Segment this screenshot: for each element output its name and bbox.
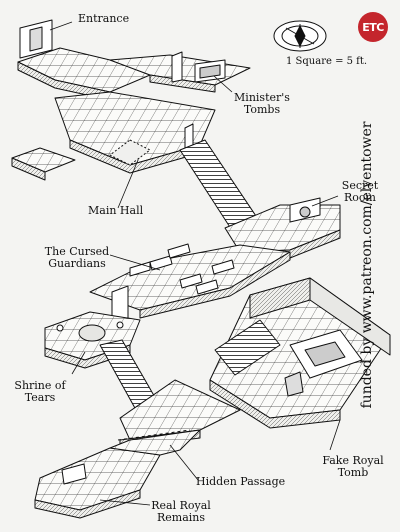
label-ministers-tombs-line1: Minister's	[234, 91, 290, 104]
lower-passage	[109, 429, 201, 456]
label-shrine-of-tears: Shrine of Tears	[10, 380, 70, 404]
label-cursed-guardians-line1: The Cursed	[44, 245, 110, 258]
cursed-guardians-hall	[89, 243, 291, 323]
label-fake-tomb-line2: Tomb	[337, 466, 369, 479]
label-secret-room-line2: Room	[344, 191, 376, 204]
label-entrance: Entrance	[78, 12, 130, 25]
compass-icon	[273, 20, 327, 52]
label-secret-room: Secret Room	[336, 180, 384, 204]
left-ledge	[11, 147, 76, 181]
label-hidden-passage: Hidden Passage	[196, 475, 286, 488]
label-main-hall: Main Hall	[88, 204, 144, 217]
scale-note: 1 Square = 5 ft.	[286, 56, 368, 67]
label-ministers-tombs-line2: Tombs	[243, 103, 281, 116]
label-shrine-line1: Shrine of	[14, 379, 66, 392]
label-ministers-tombs: Minister's Tombs	[232, 92, 292, 116]
label-fake-tomb-line1: Fake Royal	[322, 454, 384, 467]
label-real-royal-remains: Real Royal Remains	[148, 500, 214, 524]
entrance-room	[17, 19, 151, 101]
label-real-remains-line2: Remains	[156, 511, 206, 524]
label-shrine-line2: Tears	[24, 391, 56, 404]
leader-lines	[49, 21, 341, 506]
label-secret-room-line1: Secret	[341, 179, 379, 192]
main-hall-room	[54, 91, 216, 174]
credit-text: funded by www.patreon.com/elventower	[359, 121, 375, 409]
label-fake-royal-tomb: Fake Royal Tomb	[320, 455, 386, 479]
label-real-remains-line1: Real Royal	[151, 499, 211, 512]
fake-royal-tomb-room	[209, 277, 391, 429]
label-cursed-guardians: The Cursed Guardians	[40, 246, 114, 270]
etc-logo: ETC	[358, 12, 388, 42]
label-cursed-guardians-line2: Guardians	[48, 257, 106, 270]
upper-corridor	[109, 51, 251, 93]
real-royal-remains-room	[34, 447, 161, 519]
